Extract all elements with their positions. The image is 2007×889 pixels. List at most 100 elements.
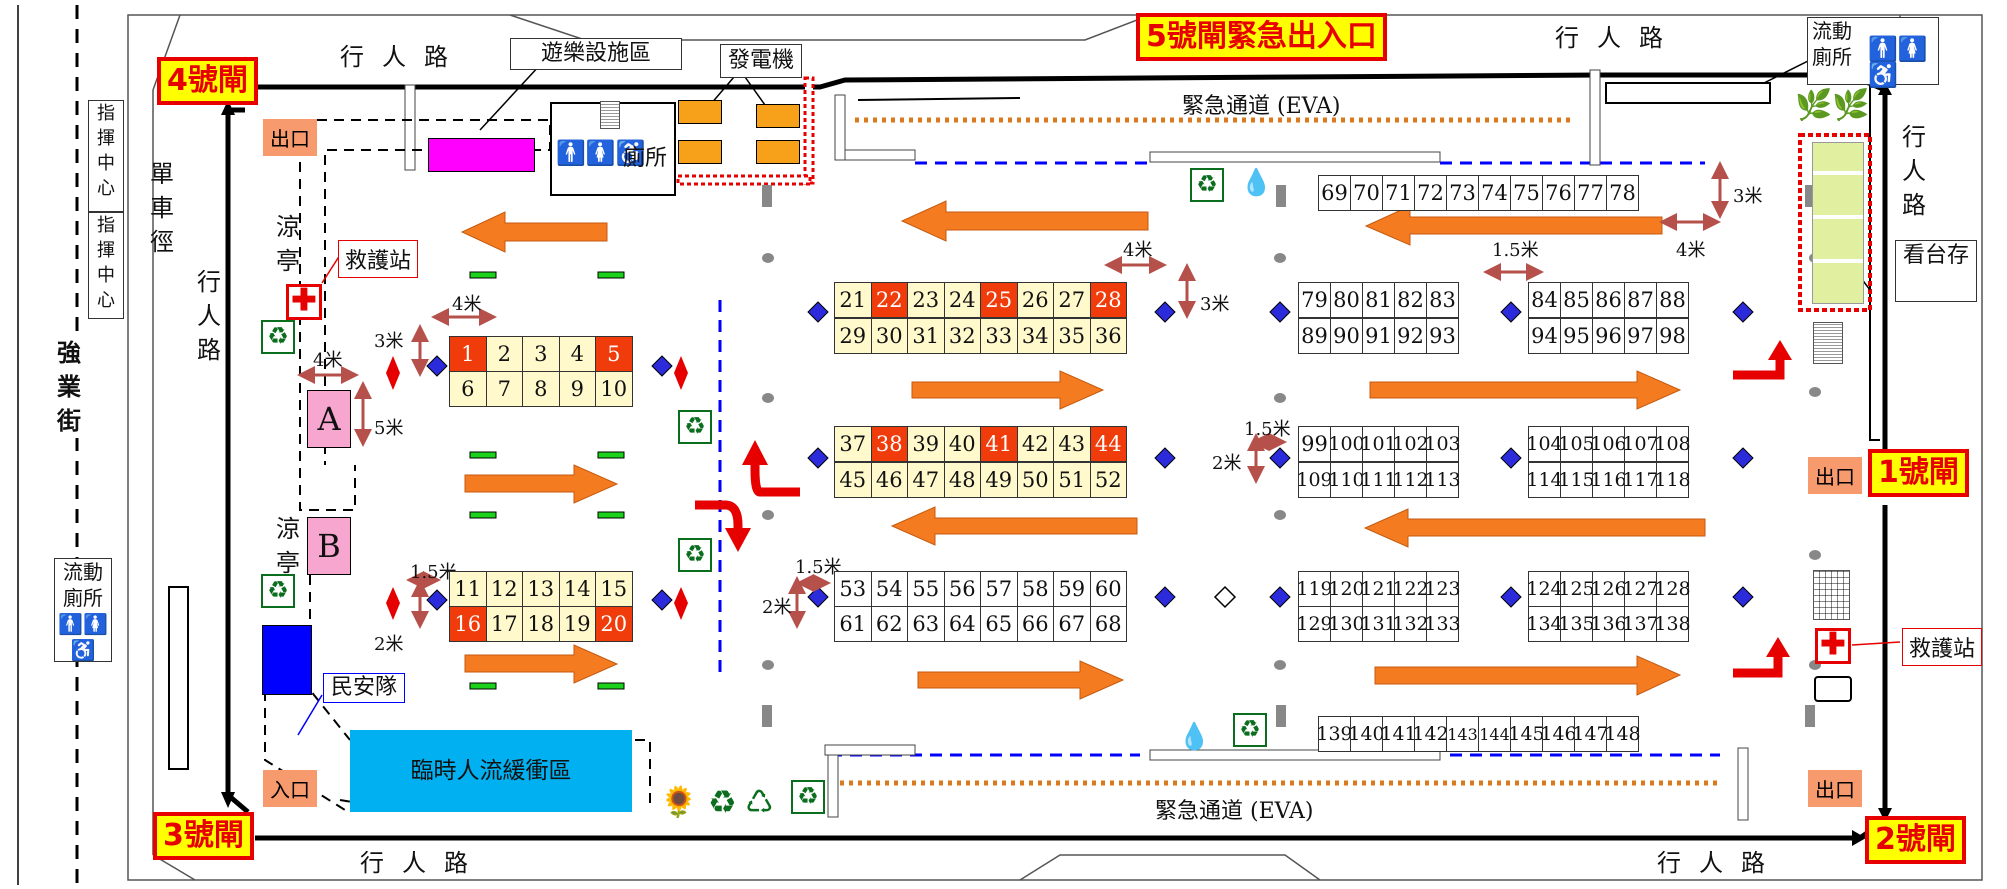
stall-3: 3: [522, 336, 560, 372]
stall-10: 10: [595, 371, 633, 407]
water-drop-icon: 💧: [1240, 168, 1273, 198]
stall-20: 20: [595, 606, 633, 642]
dim-2m: 2米: [374, 634, 404, 655]
stall-141: 141: [1380, 716, 1417, 752]
stall-91: 91: [1362, 318, 1395, 354]
stall-15: 15: [595, 571, 633, 607]
stall-147: 147: [1572, 716, 1609, 752]
stall-129: 129: [1296, 606, 1333, 642]
stall-145: 145: [1508, 716, 1545, 752]
stall-102: 102: [1392, 426, 1429, 462]
stall-1: 1: [449, 336, 487, 372]
stall-138: 138: [1654, 606, 1691, 642]
stall-105: 105: [1558, 426, 1595, 462]
stall-80: 80: [1330, 282, 1363, 318]
stall-148: 148: [1604, 716, 1641, 752]
stall-21: 21: [834, 282, 872, 318]
stall-118: 118: [1654, 462, 1691, 498]
stall-87: 87: [1624, 282, 1657, 318]
stall-51: 51: [1053, 462, 1091, 498]
stand-storage-label: 看台存: [1895, 240, 1977, 302]
dim-1-5m: 1.5米: [795, 557, 842, 578]
bike-path: 單車徑: [150, 160, 174, 256]
stall-37: 37: [834, 426, 872, 462]
stall-140: 140: [1348, 716, 1385, 752]
dim-2m: 2米: [762, 597, 792, 618]
eva-bottom: 緊急通道 (EVA): [1155, 799, 1314, 824]
portable-toilet-cabin-right: [1605, 82, 1771, 104]
hatch-box: [600, 101, 620, 129]
stall-101: 101: [1360, 426, 1397, 462]
dim-1-5m: 1.5米: [1492, 240, 1539, 261]
gate-5-emergency: 5號閘緊急出入口: [1136, 13, 1387, 61]
playground-area: [428, 138, 535, 172]
stall-96: 96: [1592, 318, 1625, 354]
dim-4m: 4米: [1676, 240, 1706, 261]
dim-3m: 3米: [374, 331, 404, 352]
stall-72: 72: [1414, 175, 1447, 211]
recycle-station-icon: ♻: [1190, 168, 1224, 202]
dim-1-5m: 1.5米: [1244, 419, 1291, 440]
stall-71: 71: [1382, 175, 1415, 211]
plant-icon: 🌿🌿: [1795, 88, 1870, 123]
stall-142: 142: [1412, 716, 1449, 752]
generator-label: 發電機: [720, 44, 802, 78]
stall-27: 27: [1053, 282, 1091, 318]
stall-74: 74: [1478, 175, 1511, 211]
stall-55: 55: [907, 571, 945, 607]
stall-62: 62: [870, 606, 908, 642]
street-name: 強業街: [55, 336, 83, 438]
gate-4: 4號閘: [157, 57, 258, 105]
stall-86: 86: [1592, 282, 1625, 318]
stall-22: 22: [870, 282, 908, 318]
stall-92: 92: [1394, 318, 1427, 354]
recycle-station-icon: ♻: [678, 410, 712, 444]
flower-icon: 🌻: [660, 785, 698, 820]
stall-7: 7: [485, 371, 523, 407]
gate-3: 3號閘: [153, 812, 254, 860]
stall-24: 24: [943, 282, 981, 318]
stall-76: 76: [1542, 175, 1575, 211]
stall-65: 65: [980, 606, 1018, 642]
stall-103: 103: [1424, 426, 1461, 462]
first-aid-icon: ✚: [286, 284, 322, 320]
stall-28: 28: [1089, 282, 1127, 318]
stall-88: 88: [1656, 282, 1689, 318]
stall-146: 146: [1540, 716, 1577, 752]
stall-44: 44: [1089, 426, 1127, 462]
stall-53: 53: [834, 571, 872, 607]
stall-110: 110: [1328, 462, 1365, 498]
stall-78: 78: [1606, 175, 1639, 211]
stall-106: 106: [1590, 426, 1627, 462]
stall-123: 123: [1424, 571, 1461, 607]
recycle-cycle-icon: ♻: [708, 783, 737, 821]
stall-85: 85: [1560, 282, 1593, 318]
recycle-station-icon: ♻: [791, 780, 825, 814]
exit-topleft: 出口: [263, 119, 317, 156]
stall-67: 67: [1053, 606, 1091, 642]
stall-25: 25: [980, 282, 1018, 318]
stall-6: 6: [449, 371, 487, 407]
recycle-station-icon: ♻: [678, 538, 712, 572]
fence-left: [225, 110, 250, 814]
stall-59: 59: [1053, 571, 1091, 607]
dim-3m: 3米: [1200, 294, 1230, 315]
stall-108: 108: [1654, 426, 1691, 462]
stall-119: 119: [1296, 571, 1333, 607]
pavilion-2: 涼亭: [276, 515, 300, 577]
stall-100: 100: [1328, 426, 1365, 462]
walkway-top-right: 行人路: [1555, 24, 1681, 52]
dim-4m: 4米: [313, 350, 343, 371]
stall-38: 38: [870, 426, 908, 462]
stall-56: 56: [943, 571, 981, 607]
stall-98: 98: [1656, 318, 1689, 354]
portable-toilet-left: 流動廁所 🚹🚺♿: [54, 558, 112, 662]
stall-33: 33: [980, 318, 1018, 354]
command-center-2: 指揮中心: [88, 212, 124, 319]
stall-114: 114: [1526, 462, 1563, 498]
stall-113: 113: [1424, 462, 1461, 498]
stall-109: 109: [1296, 462, 1333, 498]
stall-41: 41: [980, 426, 1018, 462]
stall-125: 125: [1558, 571, 1595, 607]
stall-19: 19: [558, 606, 596, 642]
